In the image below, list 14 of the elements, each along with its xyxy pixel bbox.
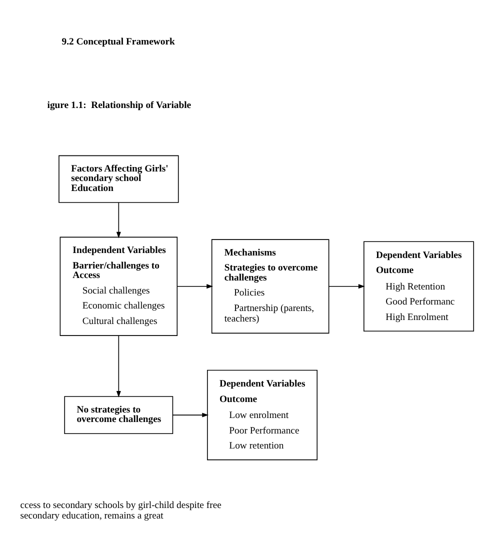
node-box: No strategies to overcome challenges bbox=[64, 396, 174, 434]
label: ccess to secondary schools by girl-child despite free secondary education, remains a great bbox=[20, 499, 222, 521]
arrow bbox=[172, 412, 209, 417]
node-box: Mechanisms Strategies to overcome challenges Policies Partnership (parents, teachers) bbox=[211, 238, 330, 334]
node-box: Dependent Variables Outcome Low enrolment Poor Performance Low retention bbox=[207, 369, 318, 460]
arrow bbox=[116, 335, 121, 397]
label: igure 1.1: Relationship of Variable bbox=[47, 100, 192, 111]
node-box: Dependent Variables Outcome High Retention Good Performanc High Enrolment bbox=[364, 240, 474, 332]
arrow bbox=[176, 284, 214, 288]
arrow bbox=[328, 284, 365, 288]
arrow bbox=[116, 202, 121, 238]
label: 9.2 Conceptual Framework bbox=[62, 36, 175, 47]
node-box: Factors Affecting Girls' secondary school Education bbox=[58, 154, 179, 202]
node-box: Independent Variables Barrier/challenges to Access Social challenges Economic challenges Cultural challenges bbox=[60, 236, 178, 336]
